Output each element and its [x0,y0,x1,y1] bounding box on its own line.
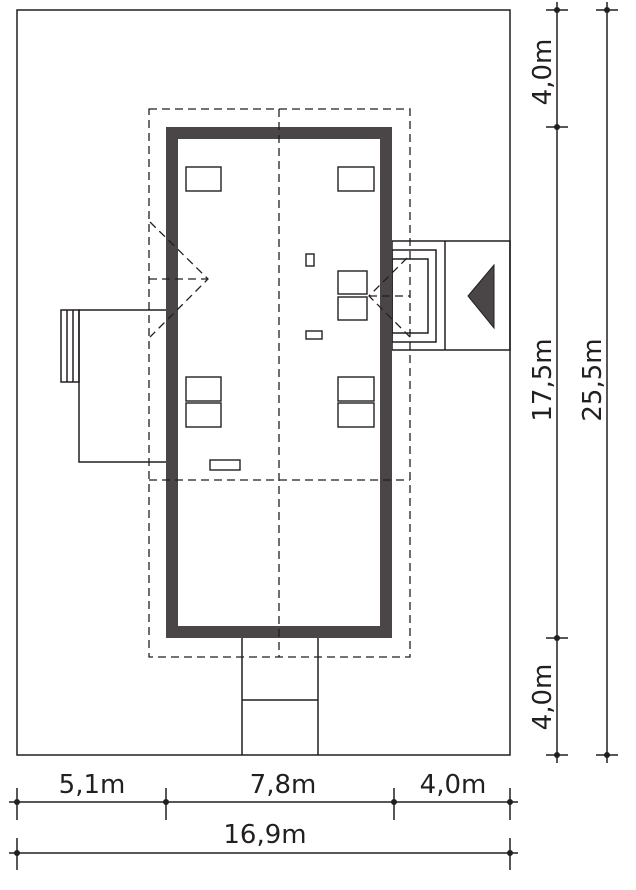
roof-outline [148,108,411,658]
right-dimension-lines [546,2,618,763]
dim-right-middle: 17,5m [528,338,558,421]
dim-bottom-left: 5,1m [59,770,126,800]
plot-boundary [16,9,511,756]
entrance-path [241,638,319,755]
dim-bottom-middle: 7,8m [250,770,317,800]
dim-bottom-total: 16,9m [223,820,306,850]
dim-right-bottom: 4,0m [528,664,558,731]
entrance-arrow-icon [467,263,495,330]
terrace-annex [60,309,166,463]
bottom-dimension-lines [9,788,518,870]
dim-right-top: 4,0m [528,39,558,106]
dim-right-total: 25,5m [578,338,608,421]
roof-windows [185,166,375,471]
dim-bottom-right: 4,0m [420,770,487,800]
